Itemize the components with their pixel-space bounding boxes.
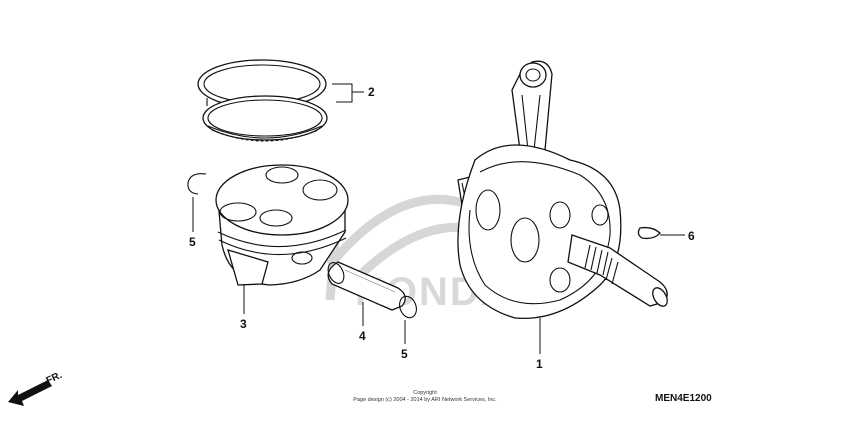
piston-pin [327, 261, 406, 311]
circlip-left [187, 173, 207, 195]
piston-rings [197, 59, 328, 142]
callout-5-right: 5 [401, 347, 408, 361]
callout-2: 2 [368, 85, 375, 99]
circlip-right [399, 295, 417, 319]
copyright-line-2: Page design (c) 2004 - 2014 by ARI Netwo… [353, 397, 497, 403]
callout-4: 4 [359, 329, 366, 343]
copyright-line-1: Copyright [413, 390, 437, 396]
callout-5-left: 5 [189, 235, 196, 249]
callout-1: 1 [536, 357, 543, 371]
crankshaft [457, 60, 668, 320]
leader-lines [192, 83, 685, 354]
diagram-code: MEN4E1200 [655, 393, 712, 404]
front-direction-arrow-icon: FR. [8, 370, 64, 406]
woodruff-key [637, 226, 661, 240]
front-label: FR. [45, 370, 64, 387]
callout-6: 6 [688, 229, 695, 243]
piston [215, 164, 349, 286]
callout-3: 3 [240, 317, 247, 331]
